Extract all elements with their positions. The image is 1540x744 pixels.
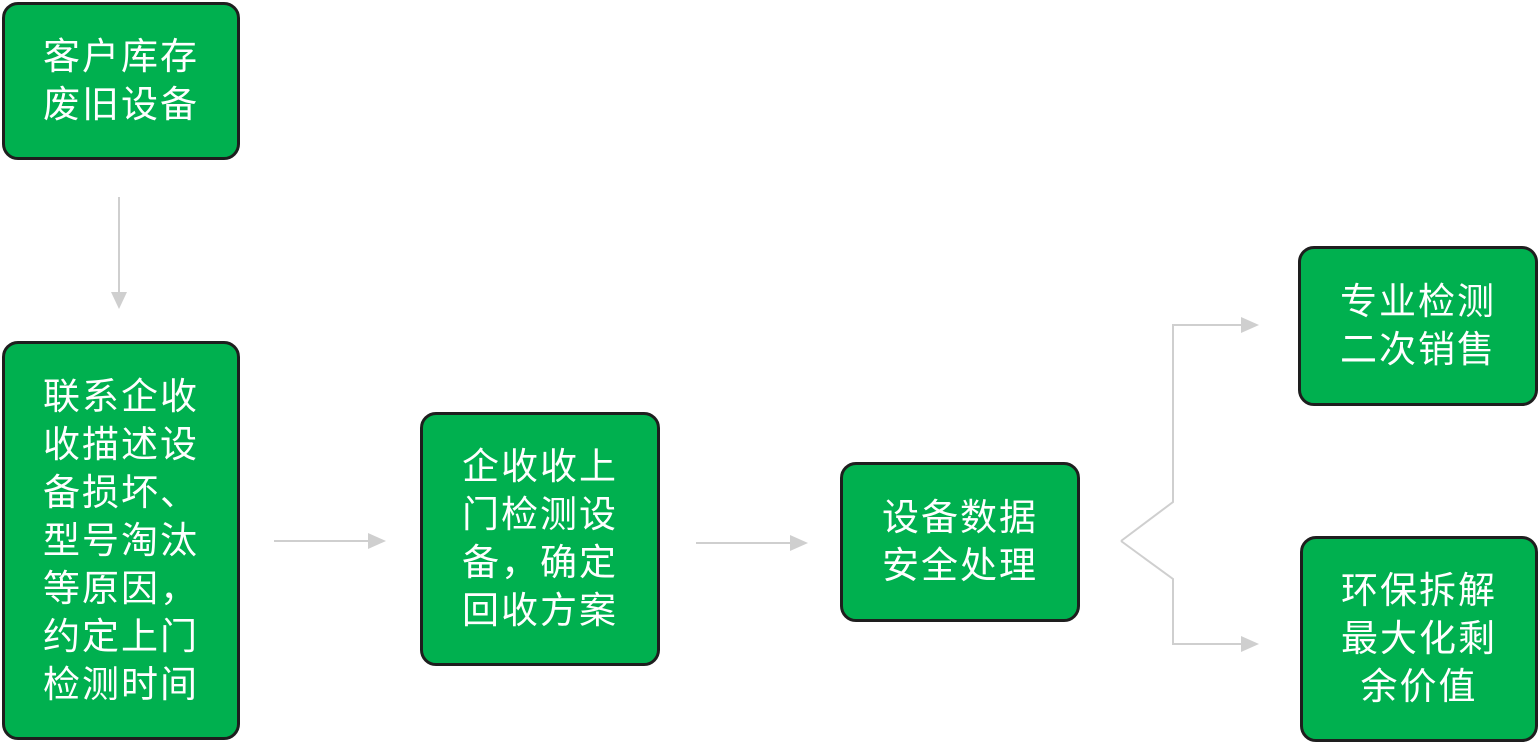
step-text-line: 二次销售 xyxy=(1340,328,1496,371)
step-text-line: 余价值 xyxy=(1360,665,1478,708)
step-text-line: 最大化剩 xyxy=(1341,617,1497,660)
step-text-line: 等原因， xyxy=(43,566,199,610)
step-data-security: 设备数据 安全处理 xyxy=(840,462,1080,622)
step-text-line: 废旧设备 xyxy=(43,83,199,126)
step-text-line: 联系企收 xyxy=(43,374,199,418)
step-eco-dismantle: 环保拆解 最大化剩 余价值 xyxy=(1300,536,1538,742)
connector-data-to-dismantle xyxy=(1120,540,1243,645)
step-customer-stock: 客户库存 废旧设备 xyxy=(2,2,240,160)
arrowhead-right-icon xyxy=(1241,317,1259,333)
step-resale: 专业检测 二次销售 xyxy=(1298,246,1538,406)
step-onsite-inspection: 企收收上 门检测设 备，确定 回收方案 xyxy=(420,412,660,666)
step-text-line: 检测时间 xyxy=(43,662,199,706)
arrowhead-down-icon xyxy=(111,292,127,309)
step-contact-description: 联系企收 收描述设 备损坏、 型号淘汰 等原因， 约定上门 检测时间 xyxy=(2,341,240,740)
step-text-line: 设备数据 xyxy=(882,496,1038,539)
arrowhead-right-icon xyxy=(790,535,808,551)
step-text-line: 回收方案 xyxy=(462,589,618,632)
arrowhead-right-icon xyxy=(368,533,386,549)
connector-data-to-resale xyxy=(1120,324,1243,542)
step-text-line: 约定上门 xyxy=(43,614,199,658)
step-text-line: 客户库存 xyxy=(43,35,199,78)
step-text-line: 专业检测 xyxy=(1340,280,1496,323)
step-text-line: 备，确定 xyxy=(462,541,618,584)
step-text-line: 备损坏、 xyxy=(43,470,199,514)
step-text-line: 安全处理 xyxy=(882,544,1038,587)
step-text-line: 企收收上 xyxy=(462,445,618,488)
step-text-line: 型号淘汰 xyxy=(43,518,199,562)
step-text-line: 环保拆解 xyxy=(1341,569,1497,612)
arrowhead-right-icon xyxy=(1241,636,1259,652)
step-text-line: 门检测设 xyxy=(462,493,618,536)
step-text-line: 收描述设 xyxy=(43,422,199,466)
